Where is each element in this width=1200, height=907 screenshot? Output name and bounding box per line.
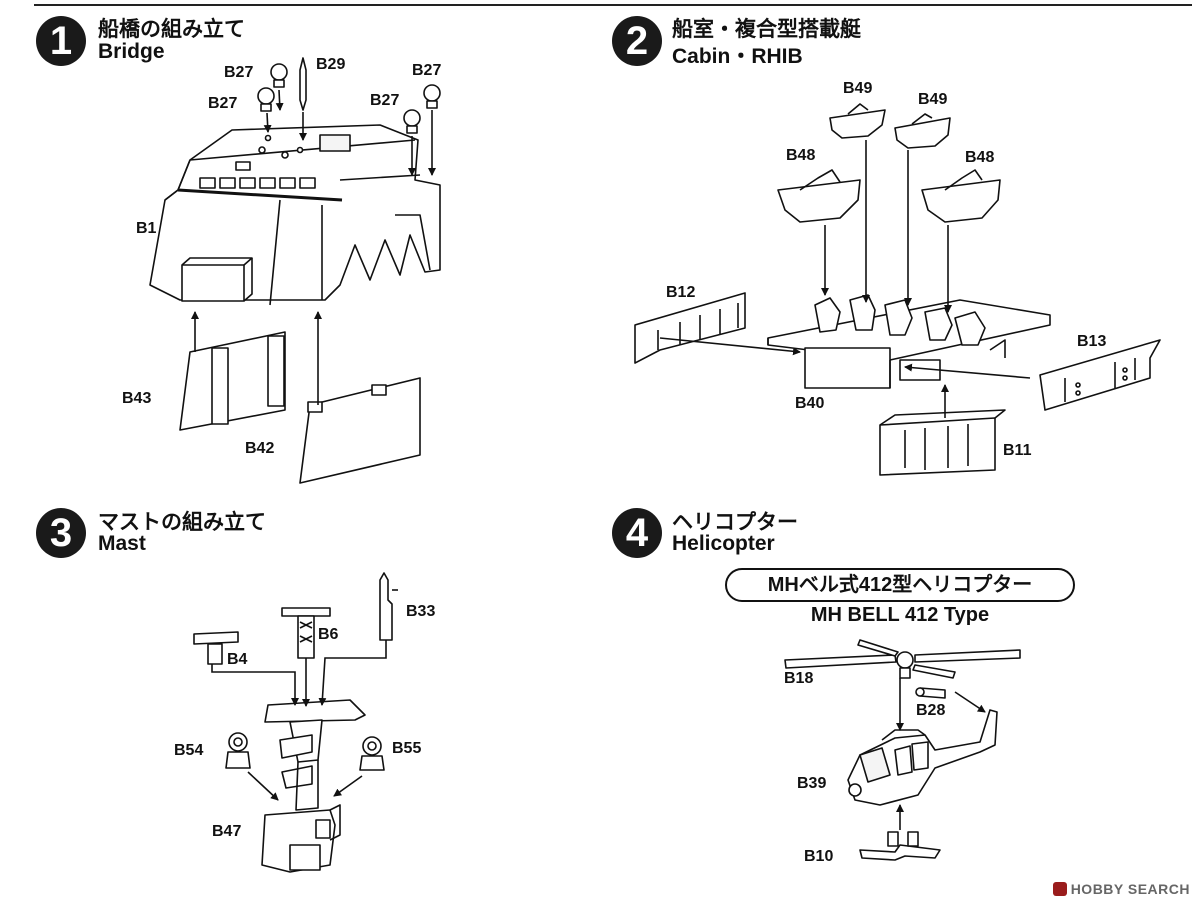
label-b47: B47 <box>212 823 242 840</box>
watermark-text: HOBBY SEARCH <box>1070 881 1190 897</box>
assembly-arrows <box>191 89 1031 830</box>
label-b1: B1 <box>136 220 157 237</box>
label-b27-d: B27 <box>370 92 400 109</box>
helicopter-type-jp-badge: MHベル式412型ヘリコプター <box>725 568 1075 602</box>
part-b6-drawing <box>281 607 331 659</box>
top-rule <box>34 4 1192 6</box>
label-b48-b: B48 <box>965 149 995 166</box>
part-b27-drawings <box>257 63 441 134</box>
part-b43-drawing <box>179 331 286 431</box>
label-b27-c: B27 <box>412 62 442 79</box>
step-3-title-en: Mast <box>98 532 146 555</box>
helicopter-b39-drawing <box>847 709 998 806</box>
part-b18-rotor-drawing <box>784 639 1021 679</box>
step-2-title-en: Cabin・RHIB <box>672 45 803 68</box>
part-b42-drawing <box>299 377 421 484</box>
label-b18: B18 <box>784 670 814 687</box>
step-1-number: 1 <box>36 16 86 66</box>
step-2-title-jp: 船室・複合型搭載艇 <box>672 18 861 41</box>
label-b29: B29 <box>316 56 346 73</box>
label-b48-a: B48 <box>786 147 816 164</box>
part-b11-drawing <box>879 409 1006 476</box>
label-b11: B11 <box>1003 442 1032 459</box>
label-b28: B28 <box>916 702 946 719</box>
label-b43: B43 <box>122 390 152 407</box>
step-1-title-jp: 船橋の組み立て <box>98 18 245 41</box>
part-b10-skids-drawing <box>859 831 941 861</box>
part-b28-drawing <box>915 687 946 699</box>
step-3-title-jp: マストの組み立て <box>98 511 266 534</box>
cabin-seats-drawing <box>814 294 986 346</box>
rhib-boats-drawing <box>777 103 1001 223</box>
part-b12-drawing <box>634 292 746 364</box>
watermark: HOBBY SEARCH <box>1052 881 1190 897</box>
step-4-number: 4 <box>612 508 662 558</box>
label-b13: B13 <box>1077 333 1107 350</box>
label-b42: B42 <box>245 440 275 457</box>
part-b33-drawing <box>379 572 398 641</box>
label-b55: B55 <box>392 740 422 757</box>
cabin-b40-drawing <box>767 299 1051 389</box>
label-b49-b: B49 <box>918 91 948 108</box>
step-3-number: 3 <box>36 508 86 558</box>
part-b54-drawing <box>225 732 251 769</box>
step-4-title-jp: ヘリコプター <box>672 511 798 534</box>
label-b33: B33 <box>406 603 436 620</box>
step-2-number: 2 <box>612 16 662 66</box>
step-4-title-en: Helicopter <box>672 532 775 555</box>
label-b12: B12 <box>666 284 696 301</box>
part-b55-drawing <box>359 736 385 771</box>
label-b10: B10 <box>804 848 834 865</box>
part-b4-drawing <box>193 631 239 665</box>
bridge-b1-drawing <box>149 124 441 306</box>
helicopter-type-en: MH BELL 412 Type <box>810 604 990 626</box>
hobby-search-logo-icon <box>1052 882 1067 896</box>
label-b27-b: B27 <box>208 95 238 112</box>
label-b54: B54 <box>174 742 204 759</box>
step-1-title-en: Bridge <box>98 40 165 63</box>
mast-b47-drawing <box>261 699 366 873</box>
label-b40: B40 <box>795 395 825 412</box>
part-b13-drawing <box>1039 339 1161 411</box>
label-b6: B6 <box>318 626 339 643</box>
label-b39: B39 <box>797 775 827 792</box>
label-b49-a: B49 <box>843 80 873 97</box>
label-b4: B4 <box>227 651 248 668</box>
label-b27-a: B27 <box>224 64 254 81</box>
part-b29-drawing <box>299 57 307 111</box>
